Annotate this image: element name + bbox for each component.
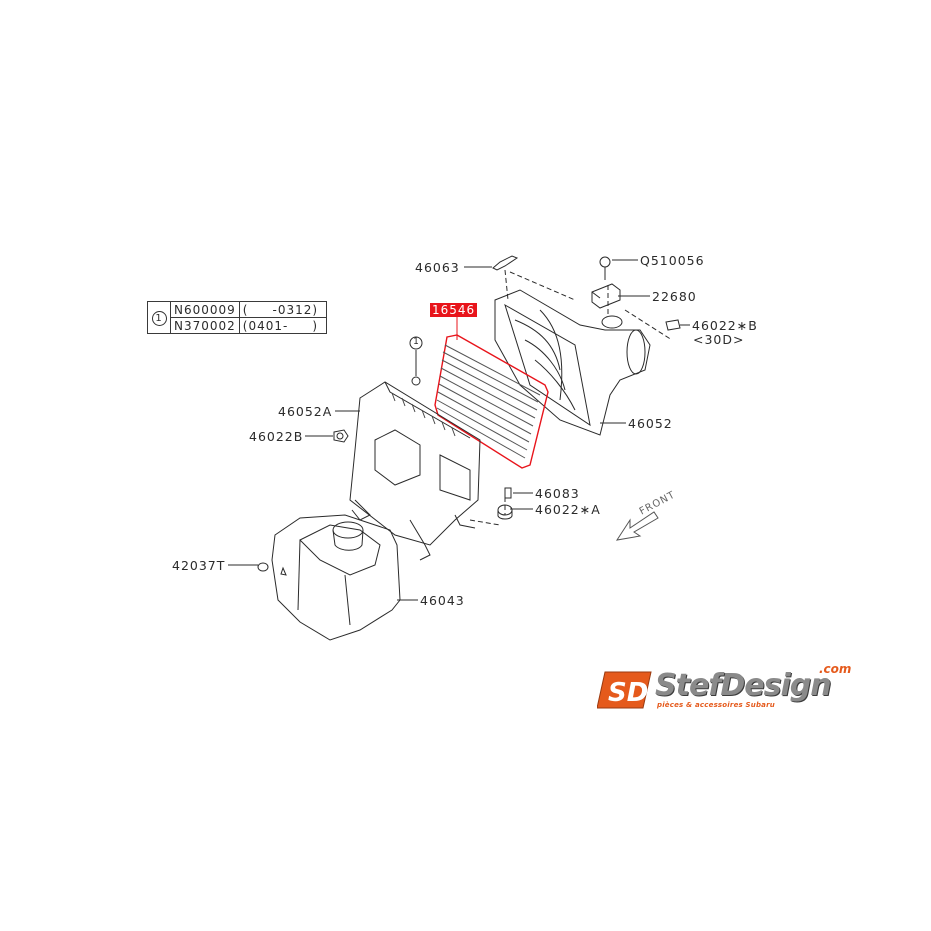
legend-range: (0401- ) — [238, 317, 327, 334]
callout-22680[interactable]: 22680 — [652, 289, 697, 304]
callout-46083[interactable]: 46083 — [535, 486, 580, 501]
svg-text:SD: SD — [608, 678, 648, 708]
callout-46022B[interactable]: 46022B — [249, 429, 304, 444]
sd-logo-mark-icon: SD — [597, 671, 652, 709]
logo-tagline: pièces & accessoires Subaru — [657, 701, 775, 709]
logo-wordmark: StefDesign — [655, 668, 832, 703]
legend-table: 1 N600009 ( -0312) N370002 (0401- ) — [147, 301, 327, 334]
legend-range: ( -0312) — [238, 301, 327, 318]
legend-symbol-circle: 1 — [151, 310, 167, 326]
legend-part: N370002 — [170, 317, 240, 334]
legend-symbol: 1 — [147, 301, 171, 334]
legend-row: 1 N600009 ( -0312) — [147, 301, 327, 334]
callout-46063[interactable]: 46063 — [415, 260, 460, 275]
front-direction-indicator: FRONT — [612, 489, 692, 550]
callout-42037T[interactable]: 42037T — [172, 558, 226, 573]
logo-domain-suffix: .com — [819, 662, 852, 676]
callout-46022B-30D[interactable]: 46022∗B — [692, 318, 758, 333]
callout-46022A[interactable]: 46022∗A — [535, 502, 601, 517]
callout-16546-highlighted[interactable]: 16546 — [430, 303, 478, 317]
callout-46043[interactable]: 46043 — [420, 593, 465, 608]
callout-46052[interactable]: 46052 — [628, 416, 673, 431]
legend-row: N370002 (0401- ) — [148, 317, 327, 334]
callout-Q510056[interactable]: Q510056 — [640, 253, 705, 268]
callout-46022B-30D-note: <30D> — [693, 332, 745, 347]
legend-part: N600009 — [170, 301, 240, 318]
stefdesign-logo[interactable]: SD .com StefDesign pièces & accessoires … — [597, 662, 859, 718]
callout-46052A[interactable]: 46052A — [278, 404, 333, 419]
front-arrow-icon — [615, 511, 659, 541]
ref-marker-1: 1 — [413, 337, 419, 347]
